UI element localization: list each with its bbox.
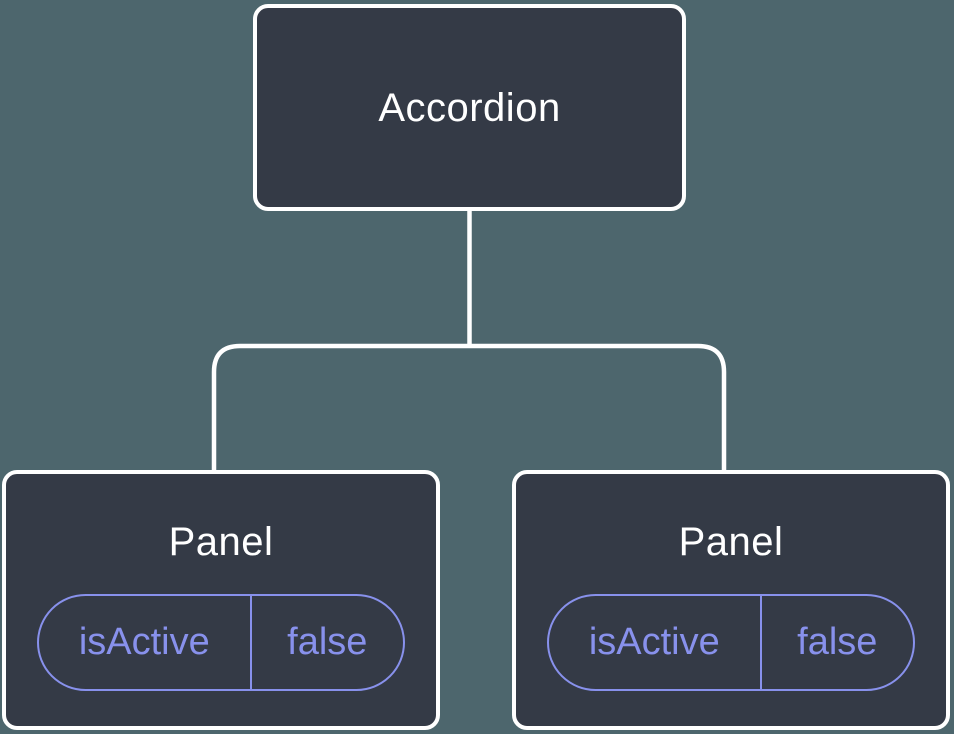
component-node-panel-left: Panel isActive false xyxy=(2,470,440,730)
state-name: isActive xyxy=(39,596,252,689)
component-node-accordion: Accordion xyxy=(253,4,686,211)
component-label: Panel xyxy=(168,520,274,564)
state-value: false xyxy=(797,621,878,663)
connector-bracket xyxy=(211,343,727,472)
component-label: Panel xyxy=(678,520,784,564)
component-node-panel-right: Panel isActive false xyxy=(512,470,950,730)
state-name: isActive xyxy=(549,596,762,689)
state-pill: isActive false xyxy=(547,594,915,691)
state-value: false xyxy=(287,621,368,663)
component-label: Accordion xyxy=(378,85,561,130)
state-pill: isActive false xyxy=(37,594,405,691)
